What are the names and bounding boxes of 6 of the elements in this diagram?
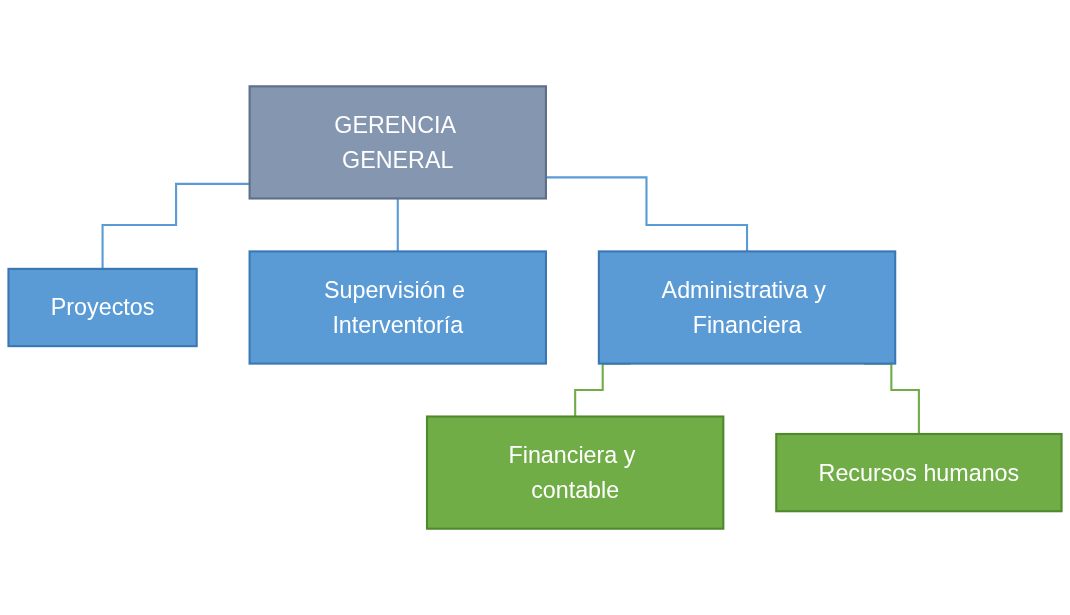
node-box: GERENCIA GENERAL [248, 85, 547, 200]
node-box: Administrativa y Financiera [597, 250, 897, 365]
node-box: Recursos humanos [775, 432, 1063, 513]
node-box: Supervisión e Interventoría [248, 250, 547, 365]
node-box: Financiera y contable [425, 415, 725, 530]
node-box: Proyectos [7, 267, 198, 348]
